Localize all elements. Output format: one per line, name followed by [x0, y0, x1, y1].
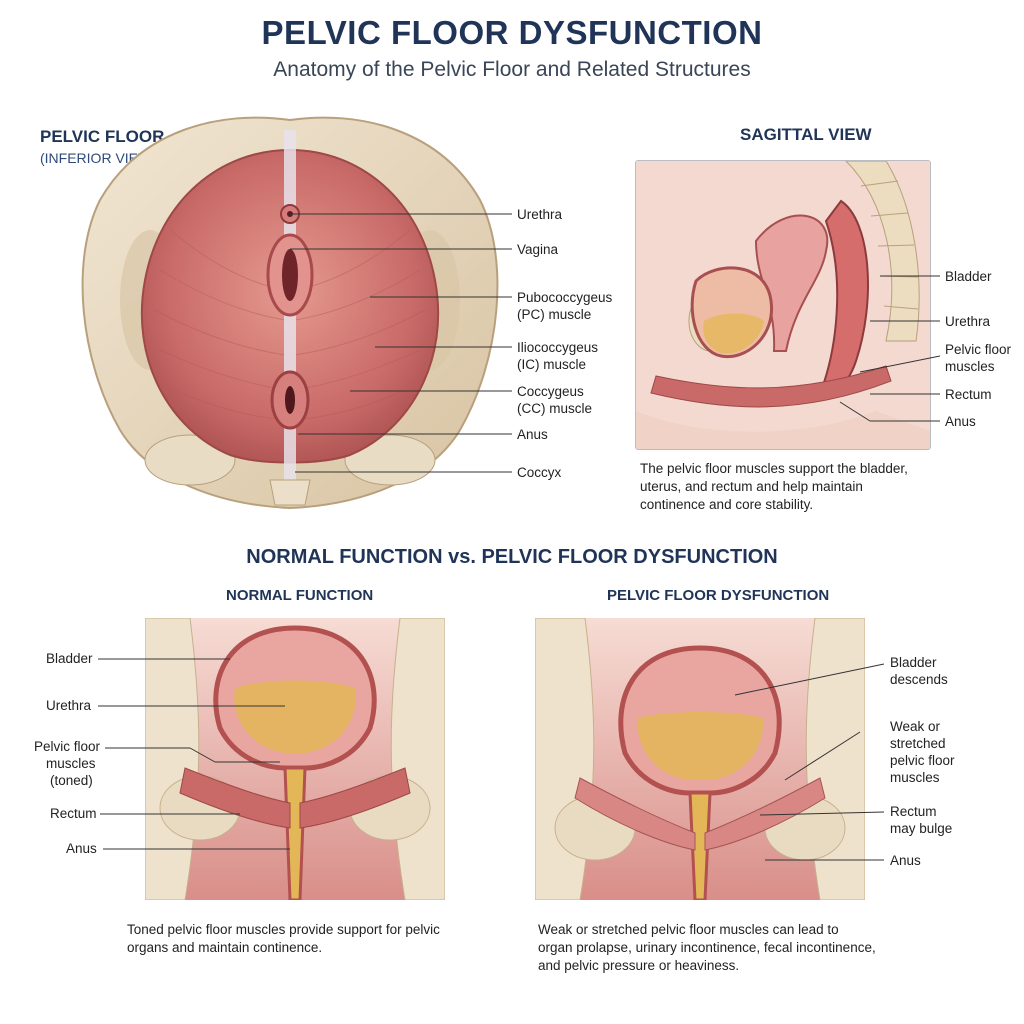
- label-coccygeus: Coccygeus: [517, 384, 584, 399]
- dysfunction-label-pelvic-floor: pelvic floor: [890, 753, 955, 768]
- pelvic-floor-inferior-illustration: [81, 116, 499, 510]
- sagittal-label-anus: Anus: [945, 414, 976, 429]
- normal-caption-line-1: Toned pelvic floor muscles provide suppo…: [127, 922, 440, 937]
- normal-label-bladder: Bladder: [46, 651, 93, 666]
- dysfunction-label-stretched: stretched: [890, 736, 946, 751]
- normal-label-anus: Anus: [66, 841, 97, 856]
- dysfunction-caption-line-2: organ prolapse, urinary incontinence, fe…: [538, 940, 876, 955]
- sagittal-illustration: [636, 161, 930, 449]
- normal-label-toned: (toned): [50, 773, 93, 788]
- dysfunction-label-anus: Anus: [890, 853, 921, 868]
- sagittal-caption-line-1: The pelvic floor muscles support the bla…: [640, 461, 908, 476]
- inferior-view-heading: PELVIC FLOOR: [40, 127, 165, 146]
- label-pubococcygeus: Pubococcygeus: [517, 290, 613, 305]
- label-vagina: Vagina: [517, 242, 559, 257]
- dysfunction-label-bladder: Bladder: [890, 655, 937, 670]
- label-urethra: Urethra: [517, 207, 563, 222]
- sagittal-view-heading: SAGITTAL VIEW: [740, 125, 872, 144]
- dysfunction-caption-line-1: Weak or stretched pelvic floor muscles c…: [538, 922, 839, 937]
- label-coccyx: Coccyx: [517, 465, 562, 480]
- sagittal-label-pelvic-floor: Pelvic floor: [945, 342, 1012, 357]
- dysfunction-illustration: [535, 618, 865, 900]
- sagittal-label-muscles: muscles: [945, 359, 995, 374]
- normal-label-pelvic-floor: Pelvic floor: [34, 739, 101, 754]
- label-ic-muscle: (IC) muscle: [517, 357, 587, 372]
- sagittal-label-bladder: Bladder: [945, 269, 992, 284]
- page-subtitle: Anatomy of the Pelvic Floor and Related …: [273, 58, 751, 81]
- normal-label-urethra: Urethra: [46, 698, 92, 713]
- dysfunction-heading: PELVIC FLOOR DYSFUNCTION: [607, 587, 830, 604]
- normal-label-rectum: Rectum: [50, 806, 97, 821]
- comparison-title: NORMAL FUNCTION vs. PELVIC FLOOR DYSFUNC…: [246, 546, 778, 568]
- dysfunction-label-rectum: Rectum: [890, 804, 937, 819]
- normal-function-illustration: [145, 618, 445, 900]
- normal-function-heading: NORMAL FUNCTION: [226, 587, 374, 604]
- sagittal-caption-line-2: uterus, and rectum and help maintain: [640, 479, 863, 494]
- dysfunction-label-descends: descends: [890, 672, 948, 687]
- sagittal-caption-line-3: continence and core stability.: [640, 497, 814, 512]
- normal-label-muscles: muscles: [46, 756, 96, 771]
- dysfunction-caption-line-3: and pelvic pressure or heaviness.: [538, 958, 740, 973]
- page-title: PELVIC FLOOR DYSFUNCTION: [261, 14, 763, 51]
- inferior-view-subheading: (INFERIOR VIEW): [40, 150, 156, 166]
- dysfunction-label-weak: Weak or: [890, 719, 941, 734]
- label-pc-muscle: (PC) muscle: [517, 307, 592, 322]
- label-cc-muscle: (CC) muscle: [517, 401, 593, 416]
- dysfunction-label-may-bulge: may bulge: [890, 821, 953, 836]
- normal-caption-line-2: organs and maintain continence.: [127, 940, 323, 955]
- dysfunction-label-muscles: muscles: [890, 770, 940, 785]
- sagittal-label-urethra: Urethra: [945, 314, 991, 329]
- sagittal-view-frame: [635, 160, 931, 450]
- label-iliococcygeus: Iliococcygeus: [517, 340, 599, 355]
- sagittal-label-rectum: Rectum: [945, 387, 992, 402]
- label-anus: Anus: [517, 427, 548, 442]
